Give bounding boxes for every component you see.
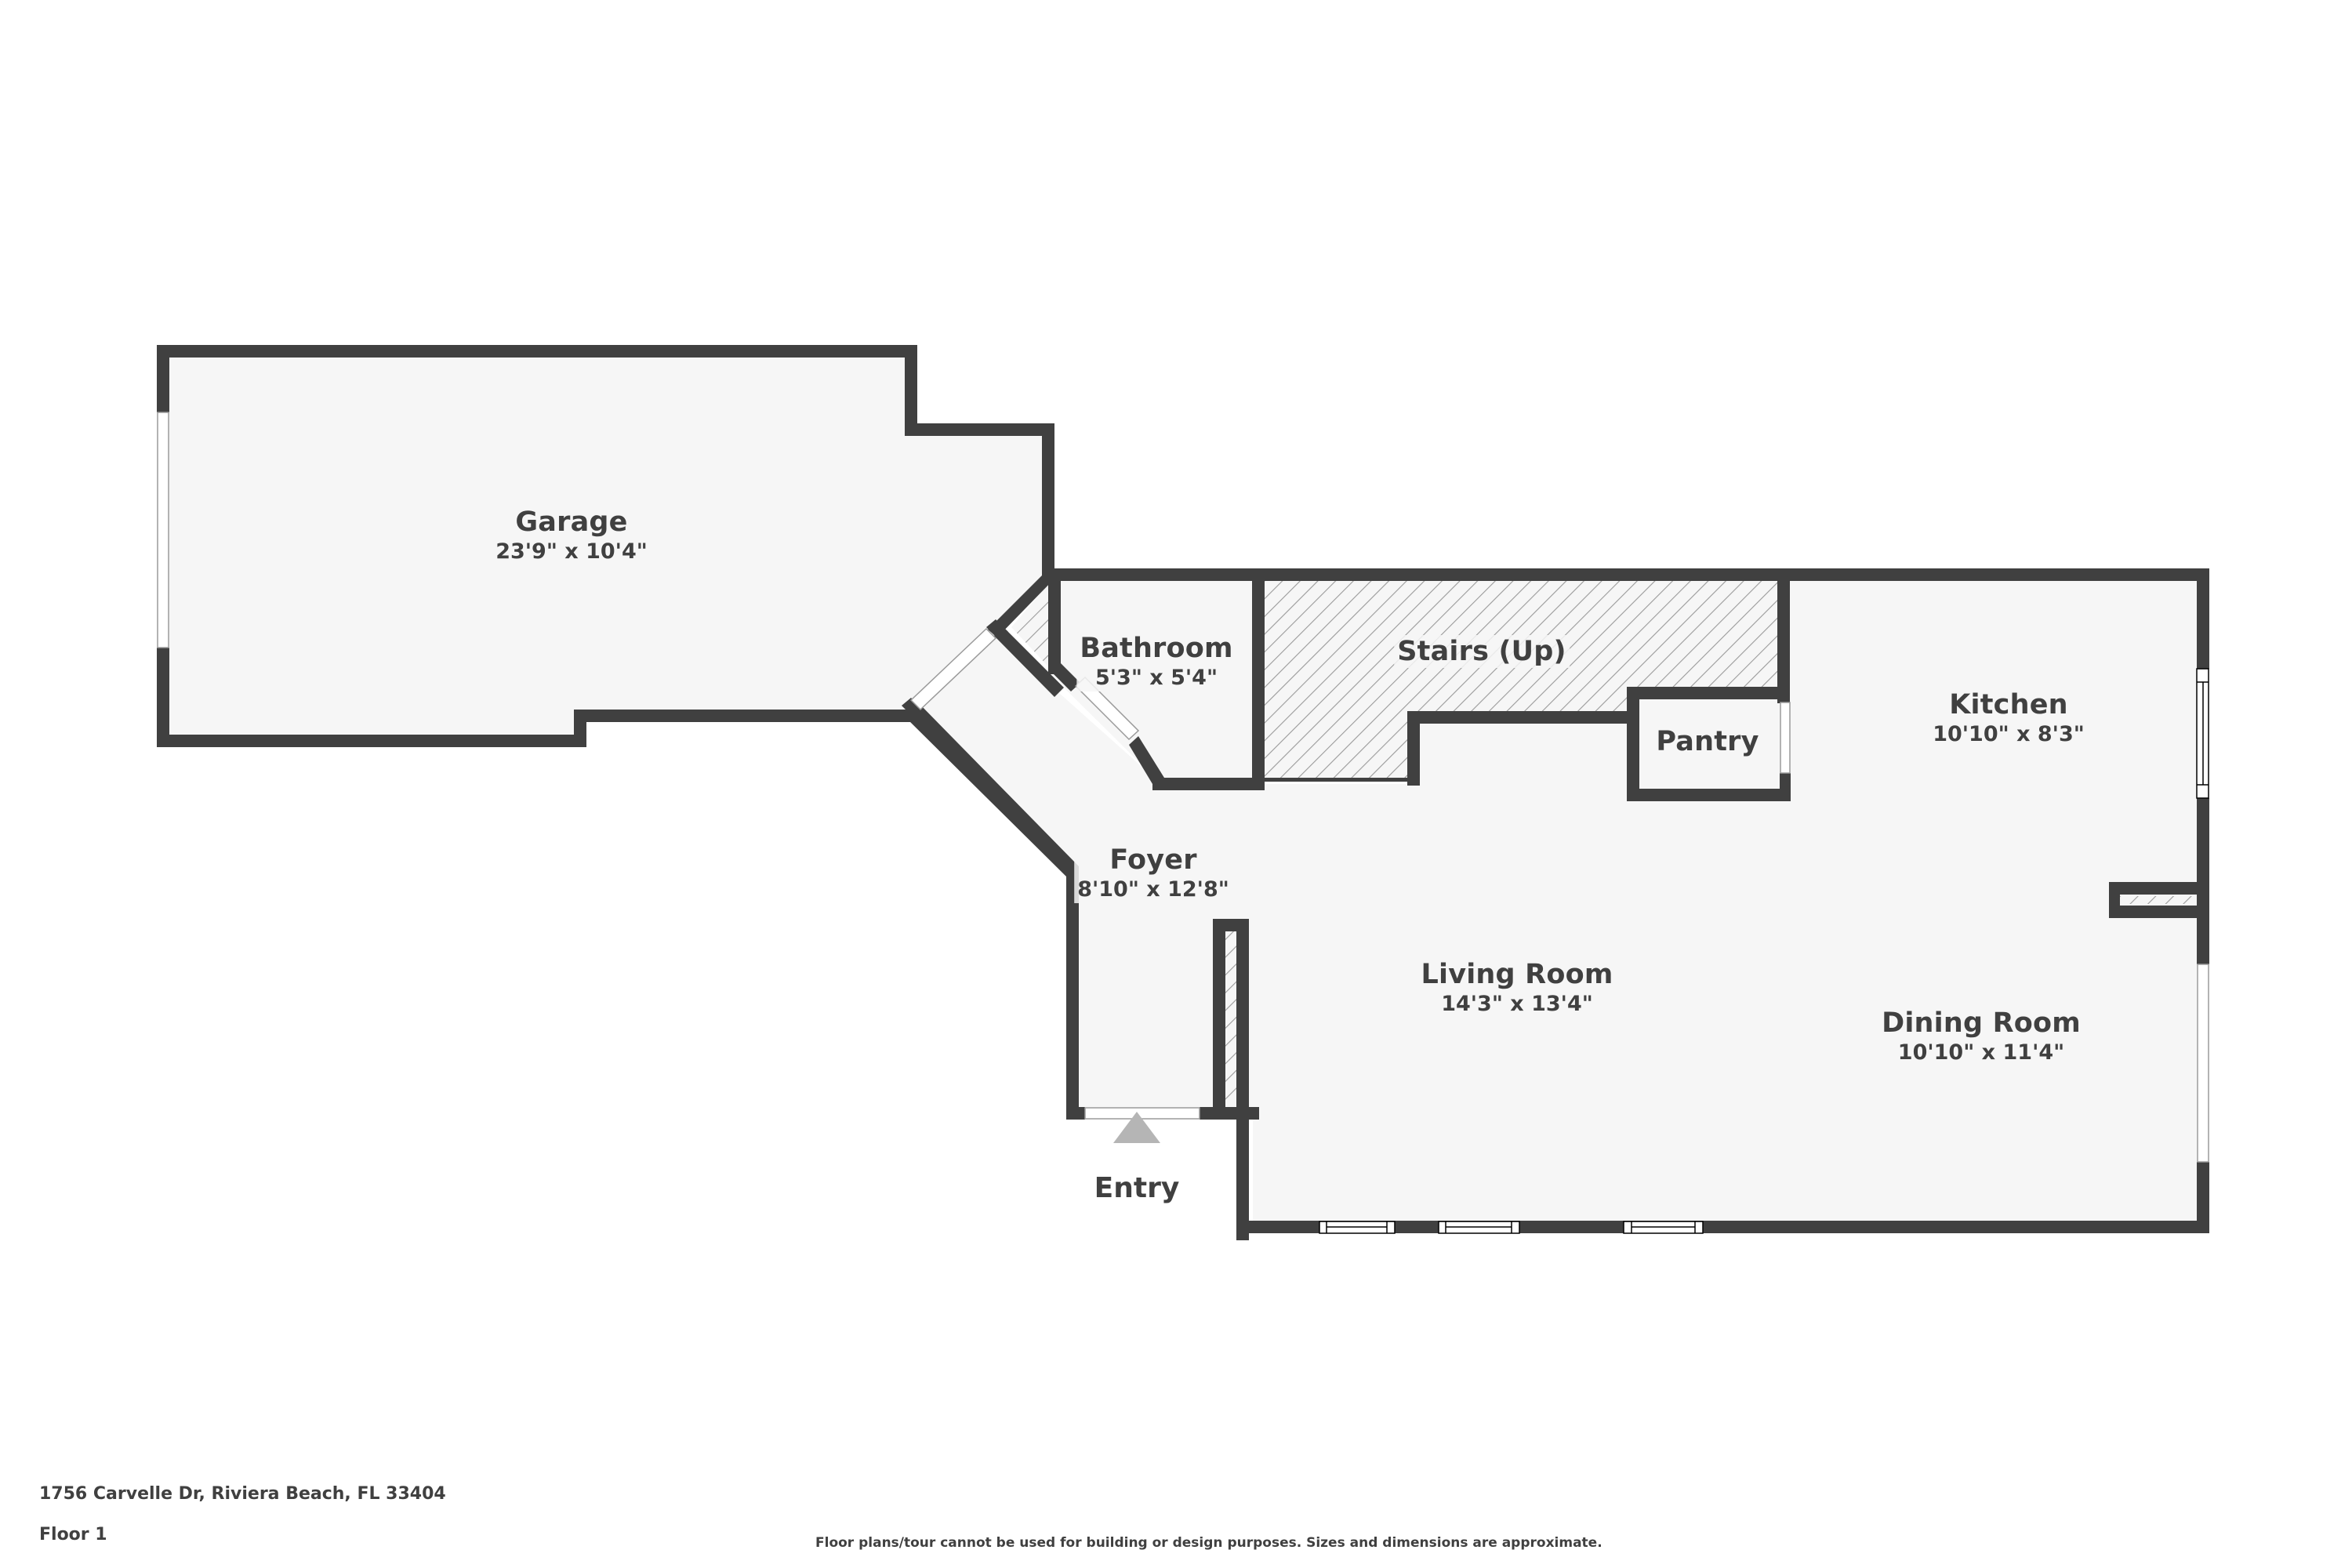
- room-name: Pantry: [1653, 725, 1762, 758]
- closet-wall-diagonal-lower: [994, 627, 1064, 697]
- bathroom-wall-bottom: [1152, 778, 1265, 790]
- stairs-wall-right: [1777, 568, 1790, 703]
- room-label-kitchen[interactable]: Kitchen 10'10" x 8'3": [1929, 688, 2088, 748]
- room-name: Kitchen: [1929, 688, 2088, 721]
- walls: [157, 345, 2209, 1240]
- room-name: Garage: [492, 506, 651, 539]
- kitchen-window[interactable]: [2196, 668, 2209, 799]
- openings: [157, 412, 2209, 1163]
- room-label-pantry[interactable]: Pantry: [1653, 725, 1762, 758]
- room-dimensions: 8'10" x 12'8": [1074, 877, 1232, 903]
- stairs-wall-notch-horiz: [1407, 711, 1635, 724]
- room-dimensions: 23'9" x 10'4": [492, 539, 651, 565]
- foyer-wall-diagonal: [906, 702, 1079, 877]
- room-dimensions: 14'3" x 13'4": [1417, 991, 1617, 1018]
- pantry-wall-bottom: [1627, 789, 1790, 801]
- room-dimensions: 10'10" x 8'3": [1929, 721, 2088, 748]
- garage-wall-top: [157, 345, 917, 358]
- entry-label: Entry: [1094, 1172, 1180, 1204]
- garage-wall-left-upper: [157, 345, 169, 412]
- main-wall-right-top: [2197, 568, 2209, 669]
- pantry-wall-left: [1627, 687, 1639, 800]
- room-name: Dining Room: [1878, 1007, 2084, 1040]
- main-wall-right-mid: [2197, 798, 2209, 964]
- partition-wall-top: [1213, 919, 1249, 931]
- entry-door-opening[interactable]: [1084, 1107, 1200, 1120]
- room-label-bathroom[interactable]: Bathroom 5'3" x 5'4": [1076, 632, 1236, 691]
- bathroom-wall-top: [1048, 568, 1265, 581]
- floor-label: Floor 1: [39, 1525, 107, 1544]
- kitchen-shelf-wall-end: [2109, 882, 2120, 918]
- entry-arrow-icon: [1113, 1112, 1160, 1143]
- garage-wall-notch-vert: [905, 345, 917, 430]
- closet-hatch: [1011, 584, 1048, 666]
- closet-wall-diagonal: [988, 569, 1054, 637]
- garage-wall-left-lower: [157, 648, 169, 746]
- stairs-hatch: [1265, 576, 1777, 780]
- stairs-rail-bottom: [1262, 778, 1411, 782]
- room-label-stairs[interactable]: Stairs (Up): [1394, 635, 1570, 668]
- pantry-wall-right-lower: [1780, 773, 1791, 801]
- room-dimensions: 10'10" x 11'4": [1878, 1040, 2084, 1066]
- room-label-dining-room[interactable]: Dining Room 10'10" x 11'4": [1878, 1007, 2084, 1066]
- room-name: Stairs (Up): [1394, 635, 1570, 668]
- room-label-garage[interactable]: Garage 23'9" x 10'4": [492, 506, 651, 565]
- main-wall-top: [1252, 568, 2209, 581]
- foyer-wall-bottom-left: [1066, 1107, 1085, 1120]
- partition-wall-left: [1213, 919, 1225, 1113]
- kitchen-shelf-wall-top: [2109, 882, 2199, 895]
- main-wall-right-bottom: [2197, 1162, 2209, 1233]
- bathroom-wall-diagonal-lower: [1129, 736, 1164, 784]
- garage-wall-bottom-left: [157, 735, 586, 747]
- pantry-door-opening[interactable]: [1780, 702, 1791, 774]
- living-window-2[interactable]: [1438, 1221, 1520, 1234]
- garage-wall-bottom-right: [574, 710, 911, 722]
- disclaimer-text: Floor plans/tour cannot be used for buil…: [815, 1535, 1602, 1551]
- partition-hatch: [1225, 931, 1236, 1104]
- garage-foyer-door-opening[interactable]: [909, 627, 997, 711]
- room-label-living-room[interactable]: Living Room 14'3" x 13'4": [1417, 958, 1617, 1018]
- garage-door-wall-stub-bottom: [902, 698, 922, 717]
- bathroom-wall-left: [1048, 568, 1061, 674]
- foyer-wall-bottom-right: [1200, 1107, 1259, 1120]
- bottom-windows[interactable]: [1319, 1221, 1704, 1234]
- room-name: Bathroom: [1076, 632, 1236, 665]
- living-window-1[interactable]: [1319, 1221, 1396, 1234]
- foyer-wall-left: [1066, 870, 1079, 1120]
- room-name: Foyer: [1074, 844, 1232, 877]
- room-dimensions: 5'3" x 5'4": [1076, 665, 1236, 691]
- stairs-wall-notch-vert: [1407, 711, 1420, 786]
- garage-wall-notch-horiz: [905, 423, 1054, 436]
- kitchen-shelf-wall-bottom: [2109, 906, 2199, 918]
- property-address: 1756 Carvelle Dr, Riviera Beach, FL 3340…: [39, 1484, 446, 1504]
- partition-wall-right: [1236, 919, 1249, 1240]
- bathroom-wall-right: [1252, 568, 1265, 790]
- pantry-wall-top: [1627, 687, 1790, 699]
- dining-window-bottom[interactable]: [1623, 1221, 1704, 1234]
- garage-door-opening[interactable]: [157, 412, 169, 648]
- kitchen-shelf-hatch: [2118, 896, 2192, 904]
- room-label-foyer[interactable]: Foyer 8'10" x 12'8": [1074, 844, 1232, 903]
- garage-wall-right: [1042, 423, 1054, 576]
- room-name: Living Room: [1417, 958, 1617, 991]
- dining-window-right[interactable]: [2197, 964, 2209, 1163]
